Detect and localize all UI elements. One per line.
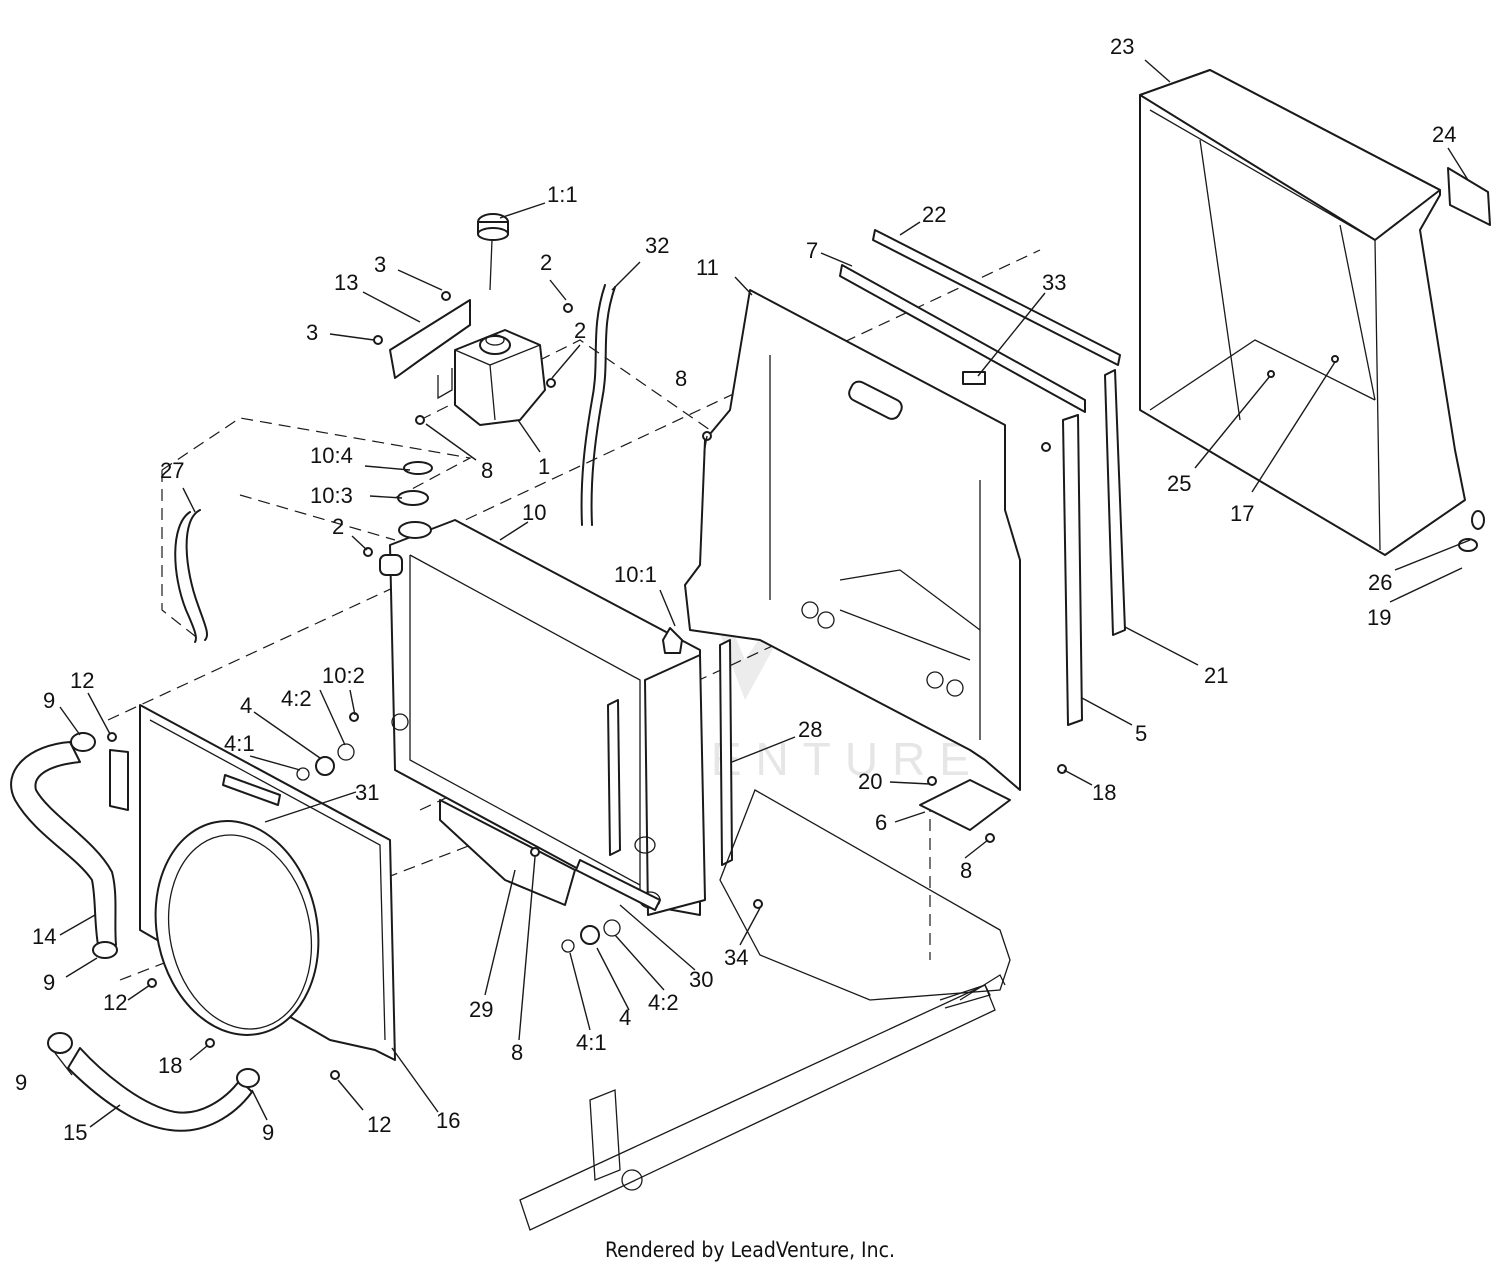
- callout-28: 28: [798, 717, 822, 742]
- callout-26: 26: [1368, 570, 1392, 595]
- callout-6: 6: [875, 810, 887, 835]
- callout-10-3: 10:3: [310, 483, 353, 508]
- hose-clamps: [47, 732, 260, 1088]
- callout-2: 2: [332, 514, 344, 539]
- callout-30: 30: [689, 967, 713, 992]
- callout-29: 29: [469, 997, 493, 1022]
- callout-17: 17: [1230, 501, 1254, 526]
- radiator-overflow-tube: [174, 509, 208, 643]
- grille-latch-plate: [1447, 167, 1491, 226]
- callout-5: 5: [1135, 721, 1147, 746]
- callout-11: 11: [696, 255, 719, 280]
- side-seals: [607, 639, 733, 866]
- callout-9: 9: [15, 1070, 27, 1095]
- callout-13: 13: [334, 270, 358, 295]
- upper-radiator-hose: [10, 741, 117, 946]
- callout-9: 9: [43, 688, 55, 713]
- reservoir-bracket: [389, 299, 471, 400]
- fan-shroud: [109, 704, 396, 1061]
- callout-8: 8: [481, 458, 493, 483]
- callout-1: 1: [538, 454, 550, 479]
- callout-10: 10: [522, 500, 546, 525]
- outer-seal-strip: [1104, 369, 1126, 636]
- reservoir-cap: [477, 213, 509, 291]
- overflow-hose: [580, 284, 616, 526]
- callout-7: 7: [806, 238, 818, 263]
- callout-10-4: 10:4: [310, 443, 353, 468]
- lower-radiator-hose: [67, 1047, 253, 1132]
- callout-4: 4: [619, 1005, 631, 1030]
- callout-3: 3: [306, 320, 318, 345]
- callout-32: 32: [645, 233, 669, 258]
- callout-24: 24: [1432, 122, 1456, 147]
- hose-fittings: [296, 743, 621, 953]
- callout-4-2: 4:2: [648, 990, 679, 1015]
- mount-bracket-small: [919, 779, 1011, 831]
- callout-31: 31: [355, 780, 379, 805]
- callout-labels: 1:1 2 2 2 3 3 13 32 1 8 8 8 8 10:4 10:3 …: [15, 34, 1456, 1145]
- callout-8: 8: [511, 1040, 523, 1065]
- callout-4-1: 4:1: [224, 731, 255, 756]
- callout-2: 2: [540, 250, 552, 275]
- coolant-reservoir: [454, 329, 546, 426]
- callout-4-1: 4:1: [576, 1030, 607, 1055]
- leader-lines: [54, 59, 1471, 1128]
- callout-12: 12: [103, 990, 127, 1015]
- callout-27: 27: [160, 458, 184, 483]
- callout-9: 9: [43, 970, 55, 995]
- radiator-cap: [397, 461, 433, 506]
- warning-decal: [962, 371, 986, 385]
- callout-3: 3: [374, 252, 386, 277]
- callout-12: 12: [70, 668, 94, 693]
- right-seal-strip: [1062, 414, 1083, 726]
- callout-23: 23: [1110, 34, 1134, 59]
- callout-18: 18: [158, 1053, 182, 1078]
- callout-21: 21: [1204, 663, 1228, 688]
- callout-22: 22: [922, 202, 946, 227]
- lower-mount-bracket: [439, 799, 576, 906]
- lower-mount-strip: [575, 859, 661, 911]
- callout-9: 9: [262, 1120, 274, 1145]
- callout-20: 20: [858, 769, 882, 794]
- callout-4-2: 4:2: [281, 686, 312, 711]
- callout-8: 8: [675, 366, 687, 391]
- callout-4: 4: [240, 693, 252, 718]
- callout-25: 25: [1167, 471, 1191, 496]
- callout-19: 19: [1367, 605, 1391, 630]
- callout-2: 2: [574, 318, 586, 343]
- callout-8: 8: [960, 858, 972, 883]
- callout-12: 12: [367, 1112, 391, 1137]
- drain-valve: [662, 627, 683, 654]
- callout-1-1: 1:1: [547, 182, 578, 207]
- radiator: [379, 519, 706, 916]
- callout-14: 14: [32, 924, 56, 949]
- callout-33: 33: [1042, 270, 1066, 295]
- radiator-mounting-frame: [684, 289, 1021, 791]
- chassis-frame: [519, 789, 1011, 1231]
- latch-pin: [1458, 510, 1485, 552]
- callout-16: 16: [436, 1108, 460, 1133]
- render-credit-footer: Rendered by LeadVenture, Inc.: [605, 1238, 895, 1262]
- top-seal-strip: [872, 229, 1121, 366]
- callout-34: 34: [724, 945, 748, 970]
- callout-15: 15: [63, 1120, 87, 1145]
- top-seal-bracket: [839, 264, 1086, 413]
- callout-18: 18: [1092, 780, 1116, 805]
- callout-10-1: 10:1: [614, 562, 657, 587]
- hood-grille-housing: [1139, 69, 1466, 556]
- callout-10-2: 10:2: [322, 663, 365, 688]
